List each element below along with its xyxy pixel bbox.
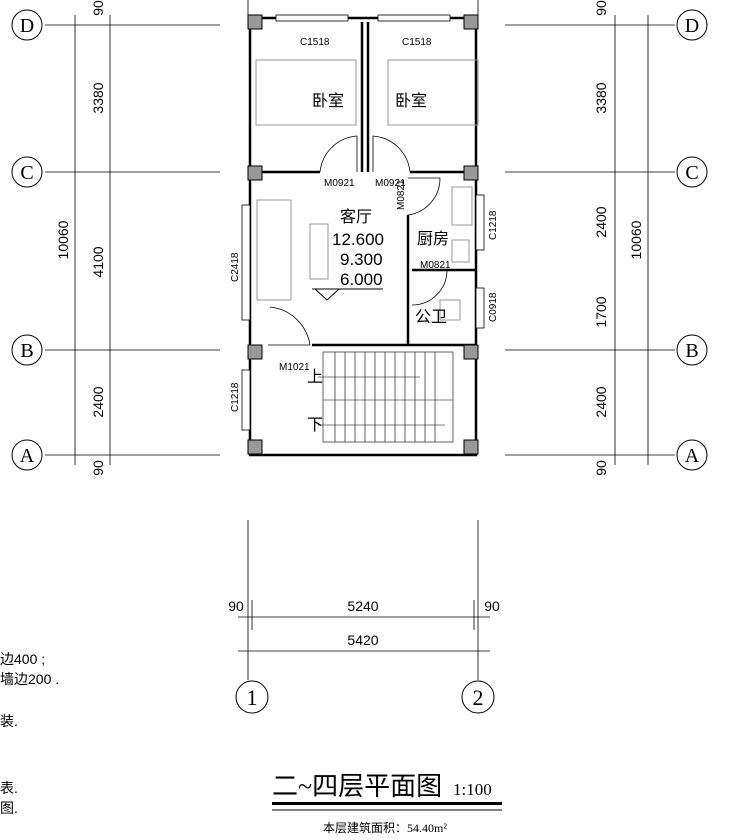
svg-text:C1218: C1218 xyxy=(230,382,241,412)
drawing-title: 二~四层平面图 1:100 本层建筑面积：54.40m² xyxy=(272,772,502,835)
floor-area: 本层建筑面积：54.40m² xyxy=(323,820,447,835)
svg-text:C2418: C2418 xyxy=(230,252,241,282)
svg-text:图.: 图. xyxy=(0,800,18,816)
title-scale: 1:100 xyxy=(453,780,492,799)
svg-text:90: 90 xyxy=(90,0,106,16)
svg-text:C1218: C1218 xyxy=(488,210,499,240)
svg-text:2400: 2400 xyxy=(593,206,609,237)
svg-text:边400 ;: 边400 ; xyxy=(0,651,45,667)
svg-text:90: 90 xyxy=(90,460,106,476)
notes: 边400 ; 墙边200 . 装. 表. 图. xyxy=(0,651,59,816)
doors xyxy=(268,135,448,346)
svg-text:M0821: M0821 xyxy=(396,179,407,210)
svg-text:90: 90 xyxy=(593,0,609,16)
svg-text:M0921: M0921 xyxy=(375,178,406,189)
label-living: 客厅 xyxy=(340,208,372,226)
svg-text:10060: 10060 xyxy=(55,220,71,259)
svg-text:C: C xyxy=(20,162,33,184)
svg-text:墙边200 .: 墙边200 . xyxy=(0,671,59,687)
axis-bubbles: D C B A D C B A 1 2 xyxy=(11,9,708,714)
stairs xyxy=(318,351,454,443)
room-labels: 卧室 卧室 客厅 厨房 公卫 上 下 12.600 9.300 6.000 xyxy=(307,92,449,434)
svg-text:90: 90 xyxy=(593,460,609,476)
svg-text:3380: 3380 xyxy=(90,82,106,113)
svg-text:C0918: C0918 xyxy=(488,292,499,322)
elevation-1: 12.600 xyxy=(332,230,384,249)
svg-text:C1518: C1518 xyxy=(402,37,432,48)
stair-down: 下 xyxy=(307,417,323,434)
grid-lines xyxy=(45,0,675,680)
svg-text:M0921: M0921 xyxy=(324,178,355,189)
svg-text:表.: 表. xyxy=(0,780,18,796)
label-toilet: 公卫 xyxy=(415,309,447,326)
svg-text:90: 90 xyxy=(228,598,244,614)
furniture xyxy=(255,59,479,321)
opening-labels: C1518 C1518 M0921 M0921 M0821 M0821 C121… xyxy=(230,37,499,412)
svg-text:2: 2 xyxy=(473,685,484,710)
title-main: 二~四层平面图 xyxy=(272,772,442,801)
svg-text:10060: 10060 xyxy=(628,220,644,259)
svg-text:2400: 2400 xyxy=(90,386,106,417)
svg-text:B: B xyxy=(685,340,698,362)
svg-text:3380: 3380 xyxy=(593,82,609,113)
svg-text:A: A xyxy=(685,445,700,467)
svg-text:D: D xyxy=(20,15,34,37)
windows xyxy=(241,14,485,431)
svg-text:D: D xyxy=(685,15,699,37)
label-bedroom-left: 卧室 xyxy=(312,92,344,110)
svg-text:装.: 装. xyxy=(0,713,18,729)
svg-text:B: B xyxy=(20,340,33,362)
svg-text:C: C xyxy=(685,162,698,184)
svg-text:1: 1 xyxy=(247,685,258,710)
svg-text:2400: 2400 xyxy=(593,386,609,417)
svg-text:5240: 5240 xyxy=(347,598,378,614)
svg-text:M1021: M1021 xyxy=(279,362,310,373)
elevation-3: 6.000 xyxy=(340,270,383,289)
svg-text:C1518: C1518 xyxy=(300,37,330,48)
label-bedroom-right: 卧室 xyxy=(395,92,427,110)
svg-text:5420: 5420 xyxy=(347,632,378,648)
stair-up: 上 xyxy=(307,368,323,386)
dimensions: 90 3380 4100 2400 10060 90 90 3380 2400 … xyxy=(55,0,644,648)
svg-text:90: 90 xyxy=(484,598,500,614)
svg-text:M0821: M0821 xyxy=(420,260,451,271)
svg-text:4100: 4100 xyxy=(90,246,106,277)
columns xyxy=(247,14,479,455)
elevation-marker xyxy=(312,288,383,301)
svg-text:1700: 1700 xyxy=(593,296,609,327)
svg-text:A: A xyxy=(20,445,35,467)
elevation-2: 9.300 xyxy=(340,250,383,269)
label-kitchen: 厨房 xyxy=(417,230,449,248)
